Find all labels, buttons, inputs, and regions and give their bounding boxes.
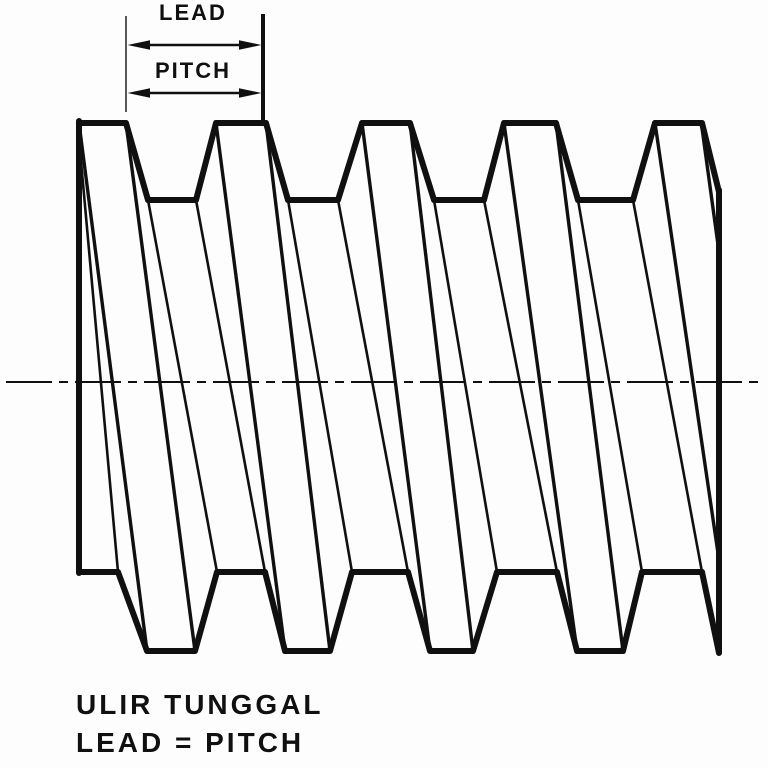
helix-line xyxy=(264,122,332,652)
helix-line xyxy=(336,199,410,573)
bottom-thread-profile xyxy=(76,569,722,656)
pitch-dimension-arrow xyxy=(127,88,262,98)
crest-helix-lines xyxy=(77,122,721,652)
helix-line xyxy=(124,122,197,652)
root-helix-lines xyxy=(78,149,704,573)
helix-line xyxy=(653,122,721,561)
helix-line xyxy=(502,122,579,652)
caption-line-1: ULIR TUNGGAL xyxy=(76,689,324,720)
lead-label: LEAD xyxy=(159,0,227,25)
lead-dimension-arrow xyxy=(127,40,262,50)
top-thread-profile xyxy=(76,120,722,203)
pitch-label: PITCH xyxy=(155,58,231,83)
helix-line xyxy=(482,199,559,573)
thread-outline xyxy=(76,118,722,656)
arrowhead-left-icon xyxy=(127,40,150,50)
arrowhead-right-icon xyxy=(239,40,262,50)
helix-line xyxy=(77,122,149,652)
helix-line xyxy=(408,122,475,652)
helix-line xyxy=(214,122,287,652)
helix-line xyxy=(432,199,499,573)
helix-line xyxy=(576,199,644,573)
helix-line xyxy=(194,199,267,573)
caption-line-2: LEAD = PITCH xyxy=(76,727,305,758)
arrowhead-left-icon xyxy=(127,88,150,98)
extension-lines xyxy=(125,14,265,122)
arrowhead-right-icon xyxy=(239,88,262,98)
helix-line xyxy=(286,199,354,573)
helix-line xyxy=(554,122,625,652)
helix-line xyxy=(146,199,219,573)
helix-line xyxy=(631,199,704,573)
helix-line xyxy=(360,122,432,652)
helix-line xyxy=(78,149,120,573)
